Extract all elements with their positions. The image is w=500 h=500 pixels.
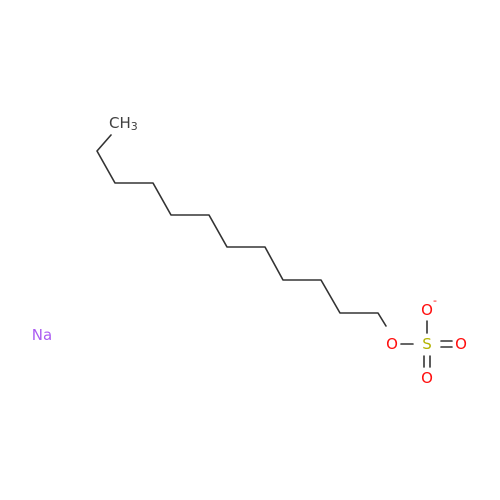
atom-label-sodium: Na xyxy=(32,326,52,344)
atom-label-sulfur: S xyxy=(422,335,432,353)
negative-charge-sign: - xyxy=(433,294,437,307)
atom-label-oxygen-top: O xyxy=(421,301,433,319)
carbon-chain-bonds xyxy=(96,134,387,327)
atom-label-oxygen-bottom: O xyxy=(421,369,433,387)
atom-label-methyl: CH3 xyxy=(109,114,138,133)
atom-label-ester-oxygen: O xyxy=(386,335,398,353)
atom-label-oxygen-right: O xyxy=(455,335,467,353)
